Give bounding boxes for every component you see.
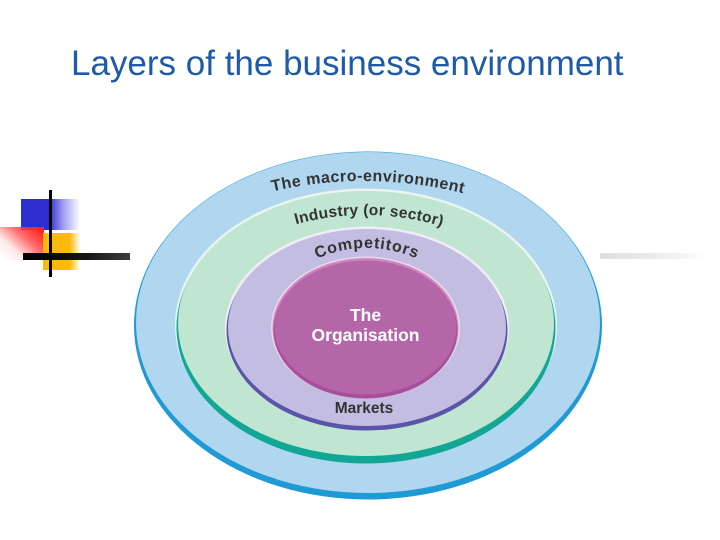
decor-vertical-line <box>49 190 52 277</box>
organisation-ellipse <box>274 260 457 395</box>
markets-label: Markets <box>335 400 394 417</box>
organisation-label-line1: The <box>350 305 381 325</box>
decor-horizontal-bar-left <box>23 253 130 260</box>
slide-title: Layers of the business environment <box>71 44 624 83</box>
organisation-label-line2: Organisation <box>312 325 420 345</box>
decor-horizontal-bar-right <box>600 253 706 259</box>
